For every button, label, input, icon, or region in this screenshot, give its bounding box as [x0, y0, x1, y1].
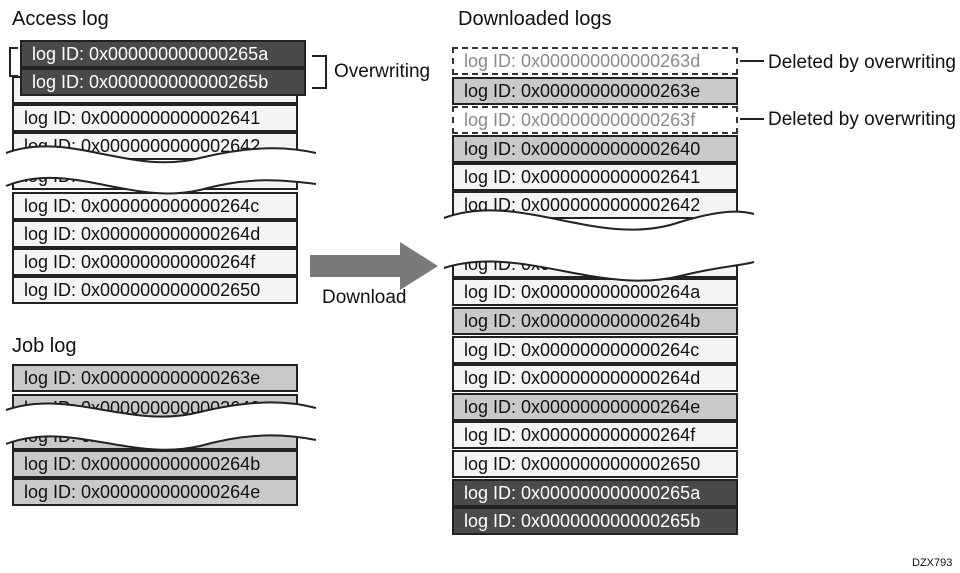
job-log-row: log ID: 0x000000000000263e [12, 364, 298, 392]
downloaded-log-row: log ID: 0x000000000000264f [452, 421, 738, 449]
downloaded-log-row: log ID: 0x000000000000264a [452, 278, 738, 306]
downloaded-log-row: log ID: 0x0000000000002650 [452, 450, 738, 478]
access-log-overwrite-row: log ID: 0x000000000000265b [20, 68, 306, 96]
downloaded-log-deleted-row: log ID: 0x000000000000263f [452, 106, 738, 134]
overwriting-bracket [312, 55, 327, 89]
deleted-by-overwriting-label-1: Deleted by overwriting [768, 52, 956, 73]
downloaded-log-deleted-row: log ID: 0x000000000000263d [452, 47, 738, 75]
job-log-title: Job log [12, 335, 77, 357]
deleted-by-overwriting-label-2: Deleted by overwriting [768, 109, 956, 130]
access-log-overwrite-row: log ID: 0x000000000000265a [20, 40, 306, 68]
downloaded-log-row: log ID: 0x000000000000264b [452, 307, 738, 335]
figure-code: DZX793 [912, 557, 953, 569]
downloaded-log-row: log ID: 0x000000000000263e [452, 77, 738, 105]
downloaded-logs-break-wave-top [443, 209, 755, 231]
downloaded-log-row: log ID: 0x000000000000264e [452, 393, 738, 421]
job-log-break-wave [6, 402, 316, 450]
overwriting-label: Overwriting [334, 61, 431, 82]
downloaded-log-row: log ID: 0x0000000000002640 [452, 135, 738, 163]
access-log-row: log ID: 0x0000000000002650 [12, 276, 298, 304]
downloaded-log-row: log ID: 0x000000000000264c [452, 336, 738, 364]
downloaded-log-new-row: log ID: 0x000000000000265a [452, 479, 738, 507]
access-log-row: log ID: 0x0000000000002641 [12, 104, 298, 132]
access-log-row: log ID: 0x000000000000264f [12, 248, 298, 276]
downloaded-logs-break-wave-bottom [443, 260, 755, 282]
download-arrow [310, 242, 438, 290]
access-log-row: log ID: 0x000000000000264d [12, 220, 298, 248]
downloaded-log-new-row: log ID: 0x000000000000265b [452, 507, 738, 535]
access-log-left-bracket [9, 47, 18, 77]
access-log-break-wave-top [5, 145, 317, 164]
download-label: Download [322, 287, 407, 308]
access-log-row: log ID: 0x000000000000264c [12, 192, 298, 220]
job-log-break-wave-top [5, 401, 317, 418]
downloaded-logs-title: Downloaded logs [458, 8, 612, 30]
access-log-break-wave [6, 146, 316, 194]
access-log-title: Access log [12, 8, 109, 30]
access-log-break-wave-bottom [5, 176, 317, 195]
job-log-row: log ID: 0x000000000000264e [12, 478, 298, 506]
job-log-row: log ID: 0x000000000000264b [12, 450, 298, 478]
downloaded-log-row: log ID: 0x0000000000002641 [452, 163, 738, 191]
downloaded-log-row: log ID: 0x000000000000264d [452, 364, 738, 392]
job-log-break-wave-bottom [5, 434, 317, 451]
